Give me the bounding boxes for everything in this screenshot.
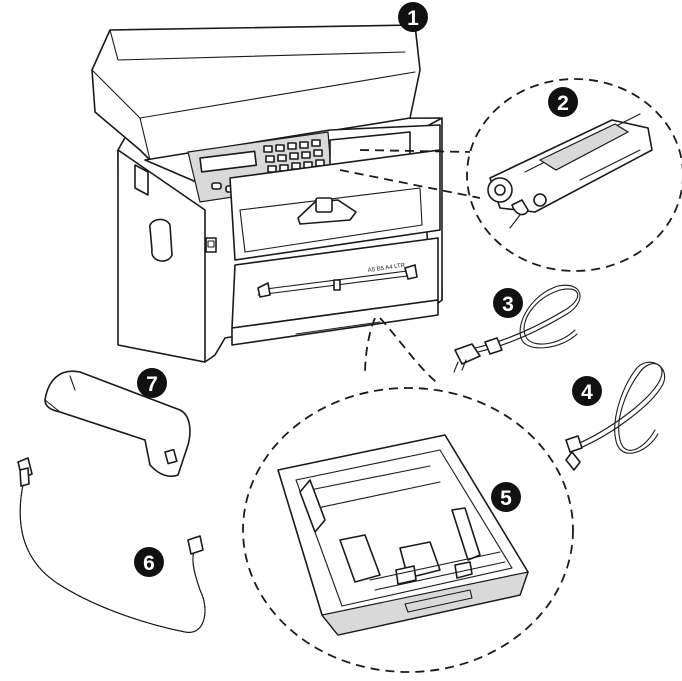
coiled-handset-cord [17,457,206,633]
badge-2: 2 [548,87,578,117]
badge-3: 3 [493,288,523,318]
telephone-handset [44,370,191,478]
svg-text:2: 2 [557,92,569,115]
toner-callout-circle [466,78,682,272]
badge-1: 1 [398,2,428,32]
tray-size-marking: A5 B5 A4 LTR [367,263,406,274]
toner-callout [339,78,682,272]
svg-text:1: 1 [407,7,419,30]
telephone-cable [565,361,666,471]
svg-text:5: 5 [500,487,512,510]
paper-cassette [277,434,529,636]
svg-text:3: 3 [502,293,514,316]
badge-5: 5 [491,482,521,512]
multifunction-printer: A5 B5 A4 LTR [91,24,443,363]
svg-text:4: 4 [581,381,593,404]
power-cable [453,284,581,373]
tray-callout-circle [242,387,574,673]
badge-6: 6 [134,547,164,577]
svg-text:7: 7 [146,373,158,396]
svg-text:6: 6 [143,552,155,575]
badge-7: 7 [137,368,167,398]
paper-tray-callout [242,317,574,673]
badge-4: 4 [572,376,602,406]
toner-cartridge [487,113,653,229]
